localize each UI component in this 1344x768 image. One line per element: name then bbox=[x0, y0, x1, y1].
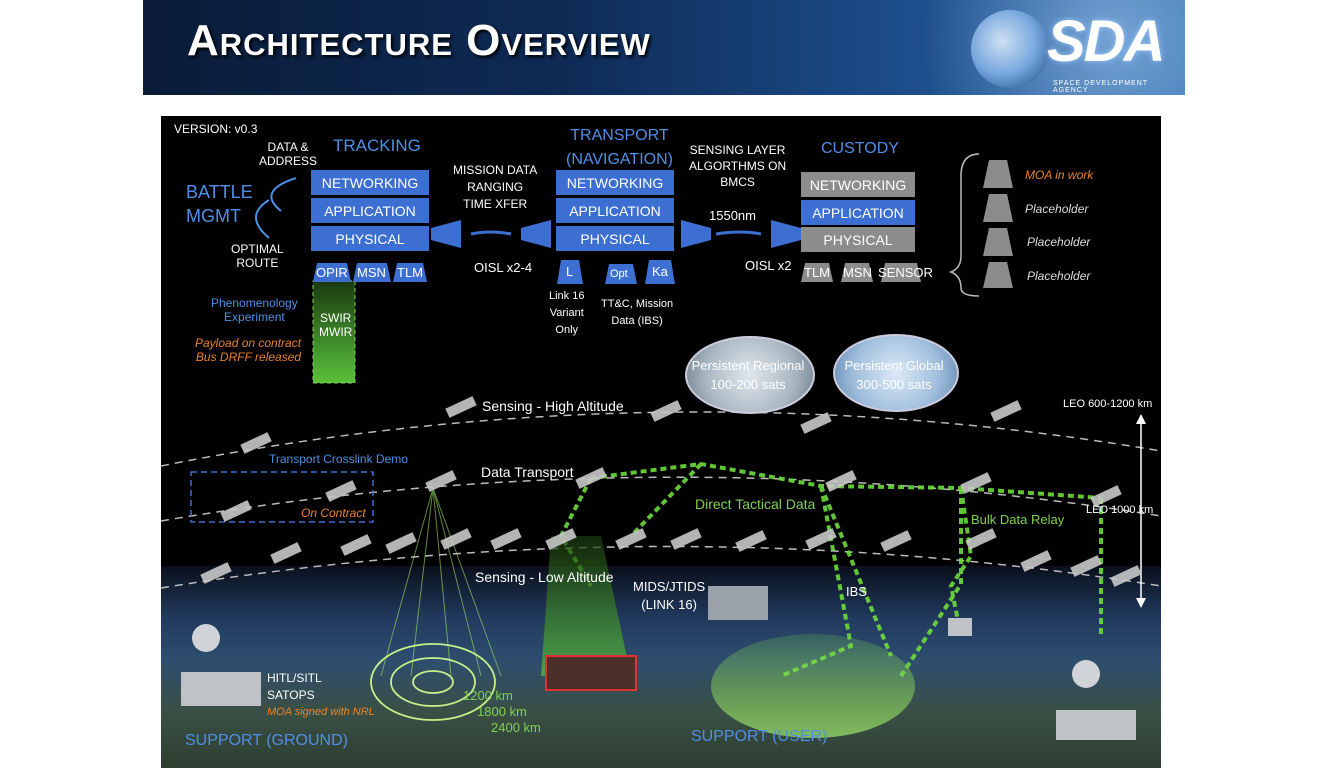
ship-icon bbox=[708, 586, 768, 620]
earth-background bbox=[161, 566, 1161, 768]
phenomenology-label: Phenomenology Experiment bbox=[211, 296, 298, 324]
custody-payload-shapes bbox=[801, 160, 1013, 288]
crosslink-demo-label: Transport Crosslink Demo bbox=[269, 452, 408, 466]
optimal-route-label: OPTIMAL ROUTE bbox=[231, 242, 284, 270]
tracking-title: TRACKING bbox=[333, 136, 421, 155]
page-title: Architecture Overview bbox=[187, 16, 651, 65]
custody-networking: NETWORKING bbox=[801, 172, 915, 197]
custody-application: APPLICATION bbox=[801, 200, 915, 225]
regional-label: Persistent Regional 100-200 sats bbox=[691, 358, 805, 392]
ttc-label: TT&C, Mission Data (IBS) bbox=[601, 298, 674, 327]
payload-l: L bbox=[566, 264, 574, 279]
payload-custody-tlm: TLM bbox=[804, 265, 830, 280]
oisl-transport: OISL x2-4 bbox=[474, 260, 533, 275]
tracking-physical: PHYSICAL bbox=[311, 226, 429, 251]
payload-custody-msn: MSN bbox=[843, 265, 872, 280]
option-placeholder-3: Placeholder bbox=[1027, 269, 1091, 283]
orbit-low bbox=[161, 545, 1161, 589]
user-support-area bbox=[711, 634, 915, 738]
moa-nrl-label: MOA signed with NRL bbox=[267, 706, 375, 718]
range-1800: 1800 km bbox=[477, 704, 527, 719]
options-brace bbox=[948, 153, 980, 297]
tracking-application: APPLICATION bbox=[311, 198, 429, 223]
sda-logo: SDA SPACE DEVELOPMENT AGENCY bbox=[971, 6, 1165, 94]
ground-station bbox=[181, 672, 261, 706]
payload-sensor: SENSOR bbox=[878, 265, 933, 280]
wavelength-label: 1550nm bbox=[709, 208, 756, 223]
logo-subtitle: SPACE DEVELOPMENT AGENCY bbox=[1053, 80, 1148, 94]
direct-tactical-label: Direct Tactical Data bbox=[695, 496, 816, 512]
payload-opt: Opt bbox=[610, 268, 628, 280]
low-altitude-label: Sensing - Low Altitude bbox=[475, 569, 614, 585]
global-label: Persistent Global 300-500 sats bbox=[844, 358, 944, 392]
ground-dish-icon bbox=[192, 624, 220, 652]
data-transport-label: Data Transport bbox=[481, 464, 574, 480]
crosslink-demo-box bbox=[190, 471, 374, 523]
swir-mwir-label: SWIR MWIR bbox=[319, 311, 353, 339]
logo-text: SDA bbox=[1047, 9, 1165, 74]
orbit-high bbox=[161, 411, 1161, 467]
support-ground-label: SUPPORT (GROUND) bbox=[185, 732, 348, 749]
payload-ka: Ka bbox=[652, 264, 668, 279]
oisl-custody: OISL x2 bbox=[745, 258, 792, 273]
ground-dish-right-icon bbox=[1072, 660, 1100, 688]
transport-title: TRANSPORT (NAVIGATION) bbox=[566, 127, 673, 168]
architecture-diagram: VERSION: v0.3 TRACKING DATA & ADDRESS BA… bbox=[161, 116, 1161, 768]
custody-title: CUSTODY bbox=[821, 140, 899, 157]
payload-opir: OPIR bbox=[316, 265, 348, 280]
payload-tlm: TLM bbox=[397, 265, 423, 280]
range-1200: 1200 km bbox=[463, 688, 513, 703]
custody-physical: PHYSICAL bbox=[801, 227, 915, 252]
on-contract-label: On Contract bbox=[301, 506, 366, 520]
regional-bubble bbox=[685, 336, 815, 414]
bulk-relay-label: Bulk Data Relay bbox=[971, 512, 1065, 527]
mission-data-label: MISSION DATA RANGING TIME XFER bbox=[453, 163, 538, 211]
leo-mid-label: LEO 1000 km bbox=[1086, 504, 1154, 516]
payload-contract-note: Payload on contract Bus DRFF released bbox=[195, 336, 302, 364]
satellites bbox=[200, 396, 1142, 587]
tactical-vehicle bbox=[545, 655, 637, 691]
diagram-graphics bbox=[161, 153, 1161, 740]
ground-station-right bbox=[1056, 710, 1136, 740]
link16-label: Link 16 Variant Only bbox=[549, 290, 585, 336]
payload-msn: MSN bbox=[357, 265, 386, 280]
high-altitude-label: Sensing - High Altitude bbox=[482, 398, 624, 414]
range-2400: 2400 km bbox=[491, 720, 541, 735]
data-address-label: DATA & ADDRESS bbox=[259, 140, 318, 168]
ibs-label: IBS bbox=[846, 584, 867, 599]
transport-networking: NETWORKING bbox=[556, 170, 674, 195]
version-label: VERSION: v0.3 bbox=[174, 122, 258, 136]
leo-top-label: LEO 600-1200 km bbox=[1063, 398, 1153, 410]
orbit-transport bbox=[161, 476, 1161, 522]
battle-mgmt-label: BATTLE MGMT bbox=[186, 182, 253, 226]
sensing-layer-label: SENSING LAYER ALGORTHMS ON BMCS bbox=[689, 143, 787, 189]
tracking-networking: NETWORKING bbox=[311, 170, 429, 195]
mids-jtids-label: MIDS/JTIDS (LINK 16) bbox=[633, 579, 706, 612]
support-user-label: SUPPORT (USER) bbox=[691, 728, 828, 745]
small-station bbox=[948, 618, 972, 636]
header-banner: Architecture Overview SDA SPACE DEVELOPM… bbox=[143, 0, 1185, 95]
global-bubble bbox=[833, 334, 959, 412]
hitl-sitl-label: HITL/SITL SATOPS bbox=[267, 671, 322, 702]
tracking-payload-shapes bbox=[313, 260, 675, 284]
option-moa: MOA in work bbox=[1025, 168, 1094, 182]
low-altitude-beam bbox=[541, 536, 631, 676]
ground-rings bbox=[370, 643, 496, 721]
globe-icon bbox=[971, 10, 1049, 88]
transport-physical: PHYSICAL bbox=[556, 226, 674, 251]
swir-beam bbox=[312, 280, 356, 384]
option-placeholder-1: Placeholder bbox=[1025, 202, 1089, 216]
slide: Architecture Overview SDA SPACE DEVELOPM… bbox=[143, 0, 1185, 768]
transport-application: APPLICATION bbox=[556, 198, 674, 223]
option-placeholder-2: Placeholder bbox=[1027, 235, 1091, 249]
